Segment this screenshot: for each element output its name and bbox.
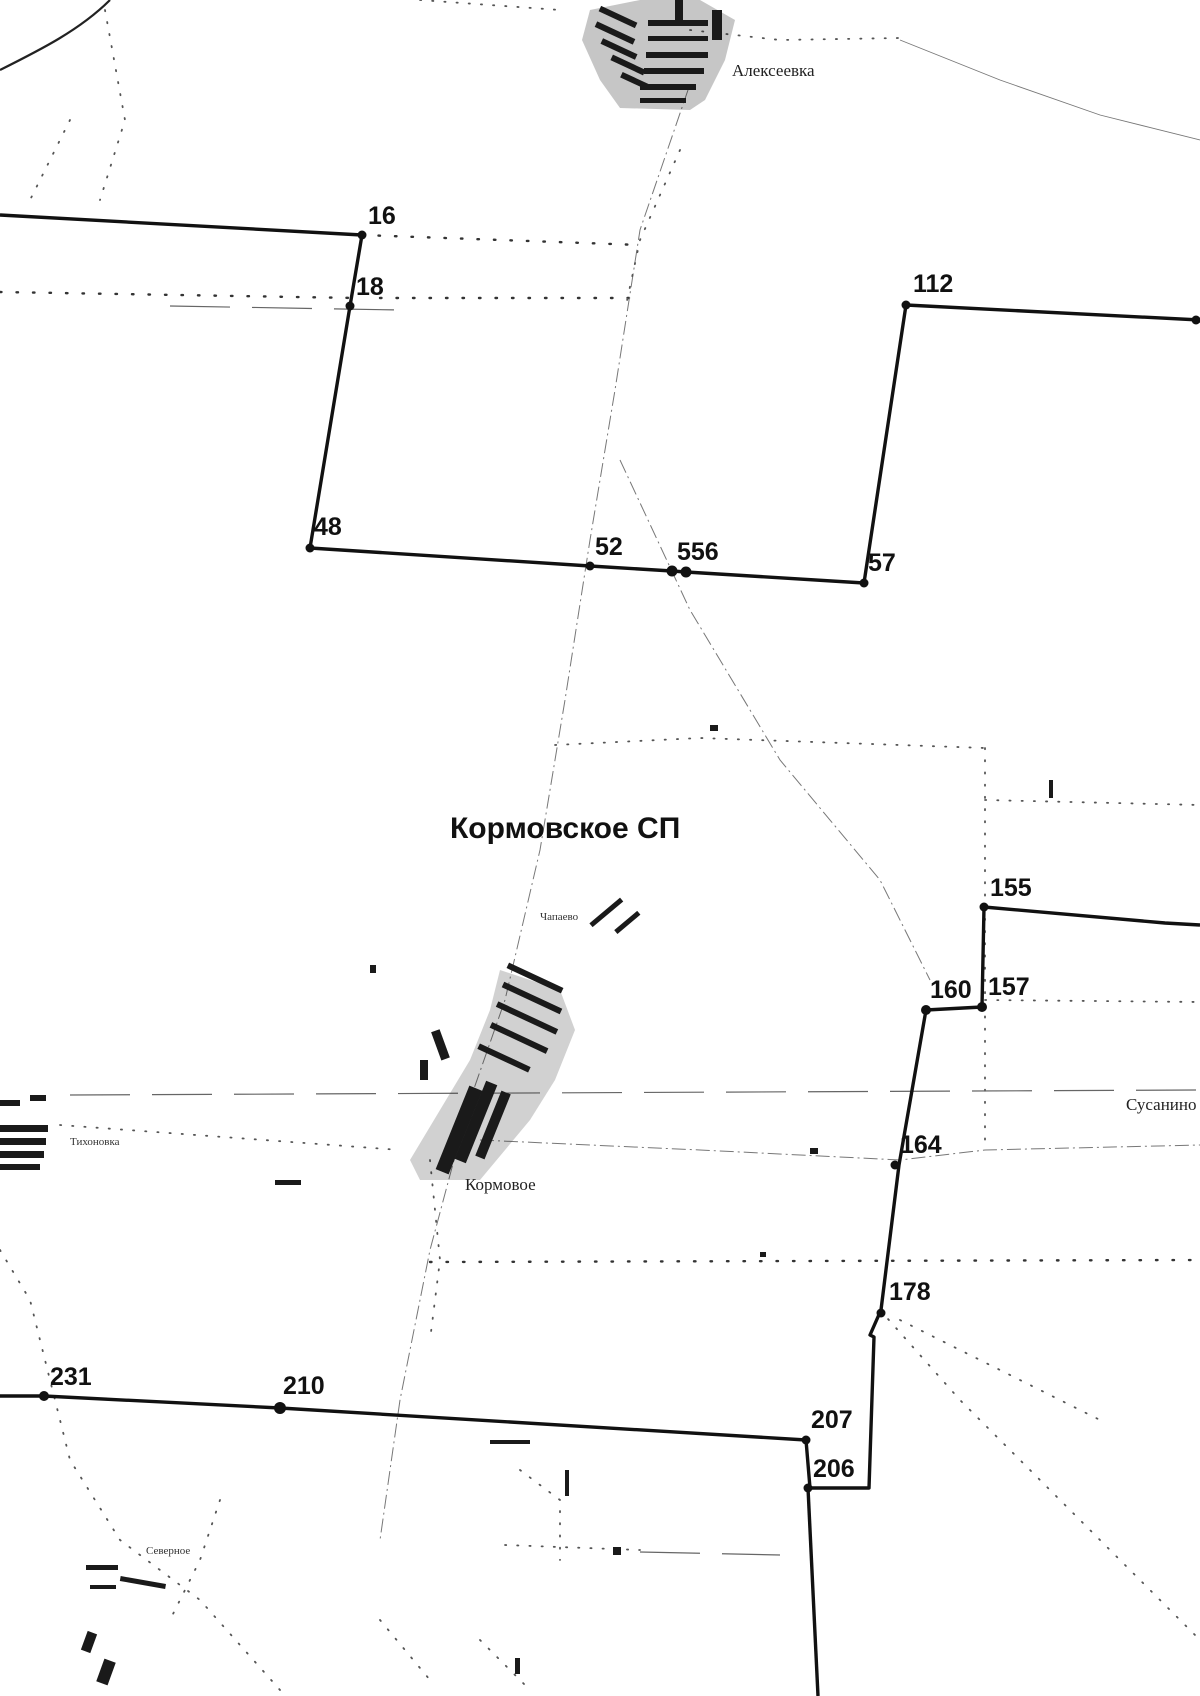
point-label: 210 [283,1372,325,1400]
vertex-48[interactable] [305,543,315,553]
point-label: 57 [868,549,896,577]
vertex-207[interactable] [801,1435,811,1445]
settlement-label-susanino: Сусанино [1126,1095,1197,1114]
vertex-206[interactable] [803,1483,813,1493]
point-label: 18 [356,273,384,301]
point-label: 16 [368,202,396,230]
point-label: 164 [900,1131,942,1159]
vertex-155[interactable] [979,902,989,912]
point-label: 207 [811,1406,853,1434]
vertex-160[interactable] [921,1005,931,1015]
point-label: 48 [314,513,342,541]
region-label: Кормовское СП [450,812,680,845]
vertex-178[interactable] [876,1308,886,1318]
vertex-57[interactable] [859,578,869,588]
point-label: 52 [595,533,623,561]
point-labels: 16 18 48 52 556 57 112 155 157 160 164 1… [50,202,1032,1483]
vertex-112[interactable] [901,300,911,310]
point-label: 157 [988,973,1030,1001]
boundary-vertices [39,230,1200,1493]
boundary-top-left [0,213,1200,585]
settlement-blocks [0,0,1053,1686]
vertex-164[interactable] [890,1160,900,1170]
settlement-label-severnoe: Северное [146,1545,190,1557]
boundary-bottom-vertical [806,1487,820,1696]
boundary-lines [0,213,1200,1696]
vertex-157[interactable] [977,1002,987,1012]
settlement-block-tikhonovka [0,1095,301,1185]
settlement-label-alekseevka: Алексеевка [732,61,815,80]
point-label: 556 [677,538,719,566]
vertex-556-b[interactable] [680,566,692,578]
vertex-right-top[interactable] [1191,315,1200,325]
vertex-210[interactable] [274,1402,286,1414]
point-label: 160 [930,976,972,1004]
vertex-556-a[interactable] [666,565,678,577]
point-label: 178 [889,1278,931,1306]
place-names: Кормовское СП Алексеевка Кормовое Тихоно… [70,61,1197,1557]
vertex-18[interactable] [345,301,355,311]
vertex-16[interactable] [357,230,367,240]
settlement-label-chapaevo: Чапаево [540,911,579,923]
point-label: 206 [813,1455,855,1483]
point-label: 231 [50,1363,92,1391]
settlement-block-kormovoe [410,897,641,1180]
point-label: 155 [990,874,1032,902]
settlement-block-alekseevka [582,0,735,110]
boundary-right-vertical [0,905,1200,1490]
misc-marks [370,725,1053,1674]
vertex-231[interactable] [39,1391,49,1401]
settlement-label-kormovoe: Кормовое [465,1175,536,1194]
vertex-52[interactable] [585,561,595,571]
point-label: 112 [913,270,953,298]
settlement-block-severnoe [80,1565,166,1686]
settlement-label-tikhonovka: Тихоновка [70,1136,120,1148]
